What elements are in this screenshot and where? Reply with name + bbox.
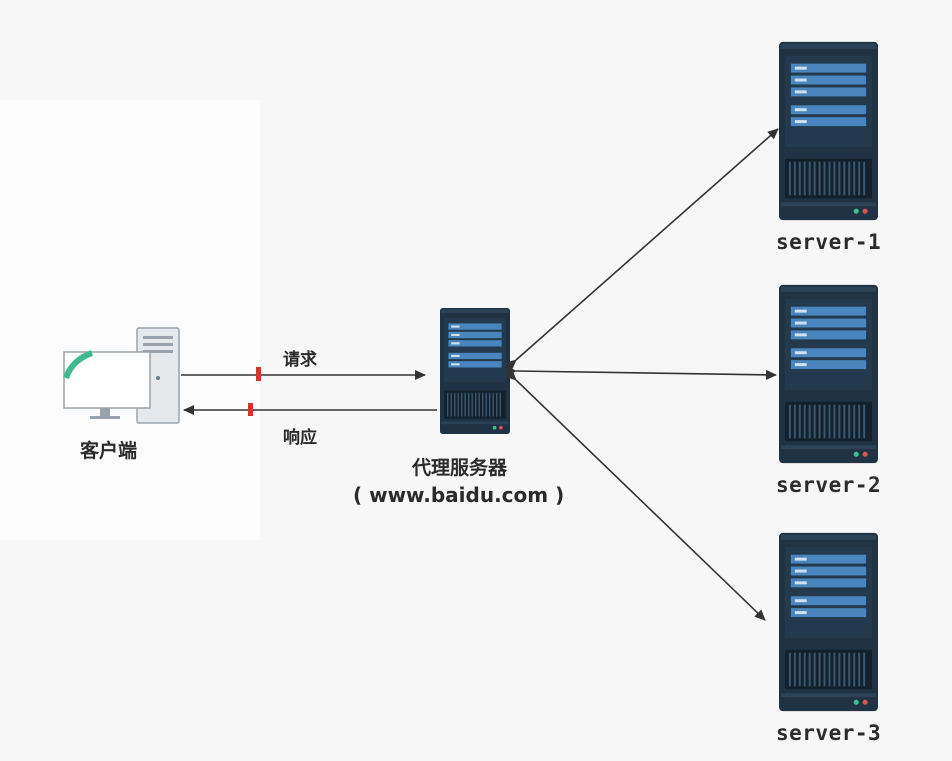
request-label: 请求 xyxy=(283,350,317,370)
server-2-label: server-2 xyxy=(776,473,882,497)
client-computer-icon xyxy=(63,327,180,424)
server-1-icon xyxy=(779,41,878,221)
server-1-label: server-1 xyxy=(776,230,882,254)
server-2-icon xyxy=(779,284,878,464)
proxy-label: 代理服务器 xyxy=(412,457,508,479)
proxy-domain-label: ( www.baidu.com ) xyxy=(353,483,565,507)
link-server-1 xyxy=(505,128,779,371)
proxy-server-icon xyxy=(440,308,510,434)
response-label: 响应 xyxy=(283,428,317,448)
client-label: 客户端 xyxy=(80,440,138,462)
link-server-3 xyxy=(505,369,766,621)
server-3-label: server-3 xyxy=(776,721,882,745)
server-3-icon xyxy=(779,532,878,712)
link-server-2 xyxy=(505,365,777,380)
